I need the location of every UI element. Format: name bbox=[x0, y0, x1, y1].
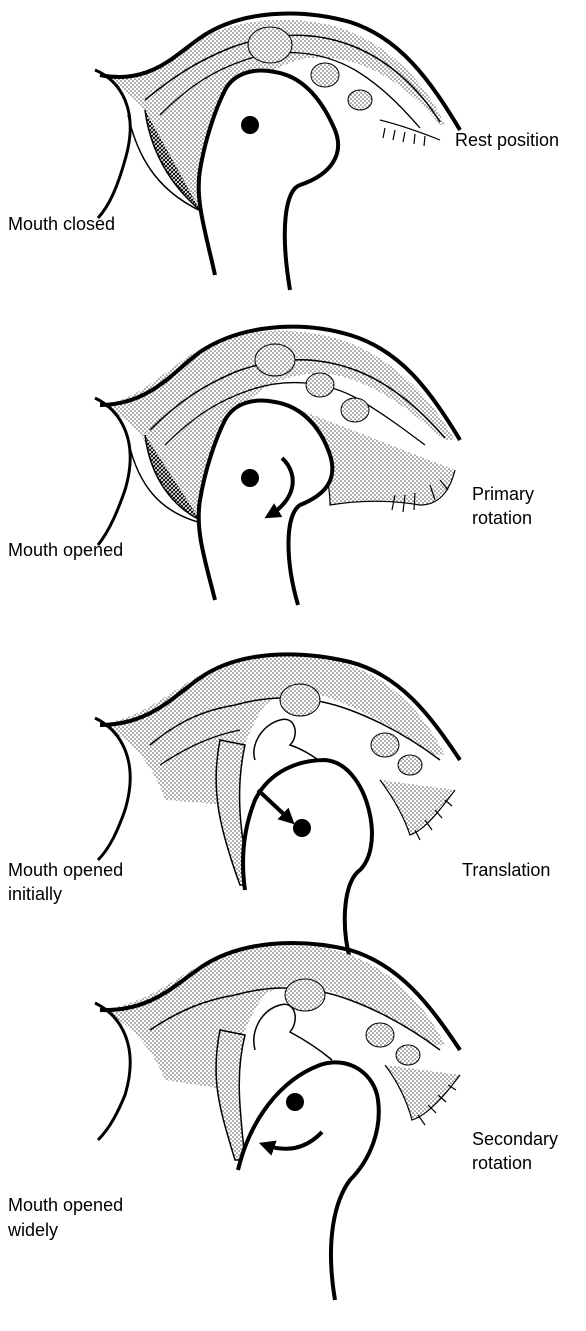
condyle-center-marker bbox=[241, 469, 259, 487]
label-mouth-closed: Mouth closed bbox=[8, 212, 115, 236]
condyle-center-marker bbox=[293, 819, 311, 837]
label-rotation-2: rotation bbox=[472, 1151, 532, 1175]
label-mouth-opened-initially-1: Mouth opened bbox=[8, 858, 123, 882]
label-rest-position: Rest position bbox=[455, 128, 559, 152]
label-rotation-1: rotation bbox=[472, 506, 532, 530]
label-mouth-opened-initially-2: initially bbox=[8, 882, 62, 906]
label-mouth-opened-widely-2: widely bbox=[8, 1218, 58, 1242]
label-secondary: Secondary bbox=[472, 1127, 558, 1151]
label-translation: Translation bbox=[462, 858, 550, 882]
panel-rest-position bbox=[95, 14, 460, 290]
panel-secondary-rotation bbox=[95, 943, 460, 1300]
label-primary: Primary bbox=[472, 482, 534, 506]
label-mouth-opened: Mouth opened bbox=[8, 538, 123, 562]
condyle-center-marker bbox=[286, 1093, 304, 1111]
panel-translation bbox=[95, 654, 460, 960]
panel-primary-rotation bbox=[95, 327, 460, 605]
label-mouth-opened-widely-1: Mouth opened bbox=[8, 1193, 123, 1217]
condyle-center-marker bbox=[241, 116, 259, 134]
